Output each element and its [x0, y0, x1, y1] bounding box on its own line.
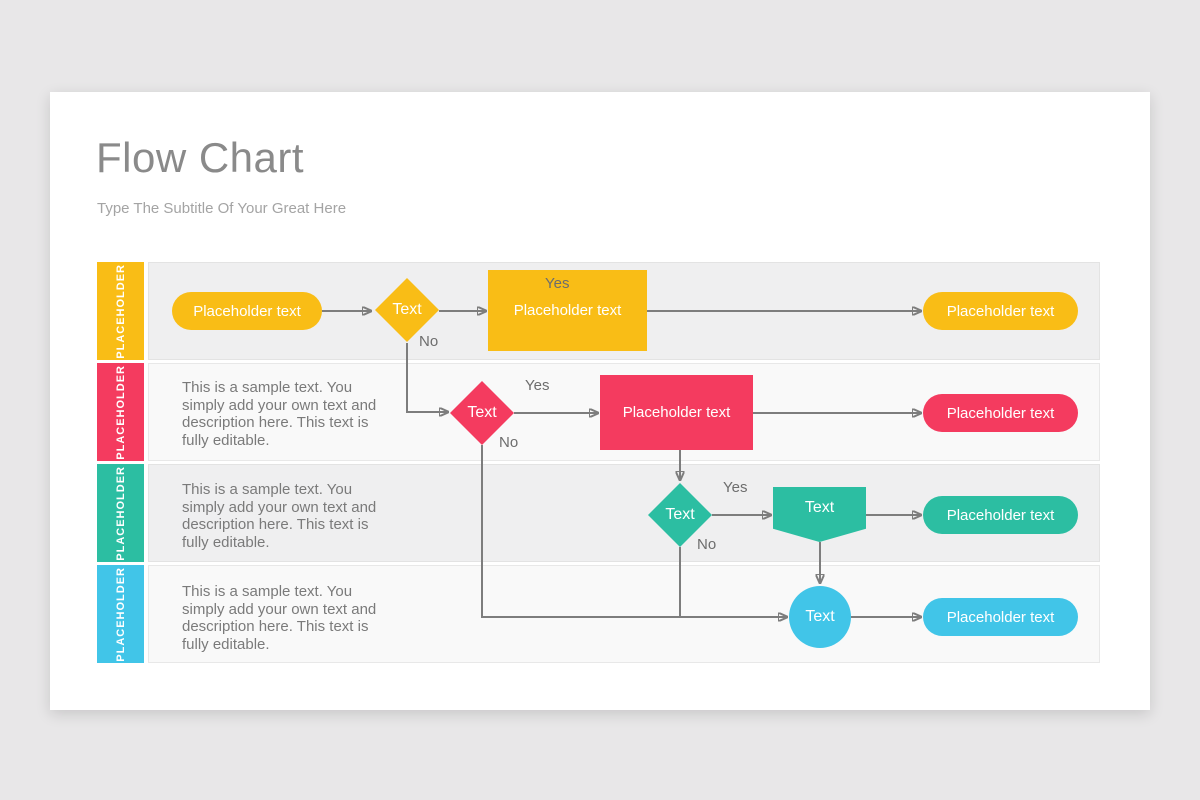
terminal-circle-row4: Text	[789, 586, 851, 648]
end-pill-row2: Placeholder text	[923, 394, 1078, 432]
offpage-pentagon-row3-label: Text	[804, 499, 835, 516]
end-pill-row3-label: Placeholder text	[946, 506, 1055, 524]
end-pill-row3: Placeholder text	[923, 496, 1078, 534]
yes-label-row2: Yes	[525, 377, 550, 394]
row-label-bar-1: PLACEHOLDER	[97, 262, 144, 360]
end-pill-row4-label: Placeholder text	[946, 608, 1055, 626]
page-title: Flow Chart	[96, 134, 305, 181]
slide: Flow Chart Type The Subtitle Of Your Gre…	[50, 92, 1150, 710]
terminal-circle-row4-label: Text	[805, 608, 835, 625]
no-label-row1: No	[419, 333, 439, 350]
process-rect-row1: Placeholder text	[488, 270, 647, 351]
yes-label-row1: Yes	[545, 275, 570, 292]
end-pill-row2-label: Placeholder text	[946, 404, 1055, 422]
row-label-bar-2: PLACEHOLDER	[97, 363, 144, 461]
end-pill-row4: Placeholder text	[923, 598, 1078, 636]
decision-diamond-row2-label: Text	[467, 404, 497, 421]
row-label-bar-4: PLACEHOLDER	[97, 565, 144, 663]
description-text-row4: This is a sample text. You simply add yo…	[182, 583, 377, 653]
process-rect-row2: Placeholder text	[600, 375, 753, 450]
end-pill-row1-label: Placeholder text	[946, 302, 1055, 320]
description-text-row3: This is a sample text. You simply add yo…	[182, 481, 377, 551]
offpage-pentagon-row3: Text	[773, 487, 866, 542]
start-pill-row1: Placeholder text	[172, 292, 322, 330]
row-label-bar-3: PLACEHOLDER	[97, 464, 144, 562]
decision-diamond-row1-label: Text	[392, 301, 422, 318]
end-pill-row1: Placeholder text	[923, 292, 1078, 330]
no-label-row2: No	[499, 434, 519, 451]
description-text-row2: This is a sample text. You simply add yo…	[182, 379, 377, 449]
process-rect-row1-label: Placeholder text	[513, 302, 622, 319]
start-pill-row1-label: Placeholder text	[193, 302, 301, 320]
connector-lines	[322, 262, 1100, 663]
yes-label-row3: Yes	[723, 479, 748, 496]
no-label-row3: No	[697, 536, 717, 553]
decision-diamond-row3-label: Text	[665, 506, 695, 523]
process-rect-row2-label: Placeholder text	[622, 404, 731, 421]
flowchart: PLACEHOLDER PLACEHOLDER PLACEHOLDER PLAC…	[97, 262, 1100, 663]
page-subtitle: Type The Subtitle Of Your Great Here	[97, 200, 347, 217]
